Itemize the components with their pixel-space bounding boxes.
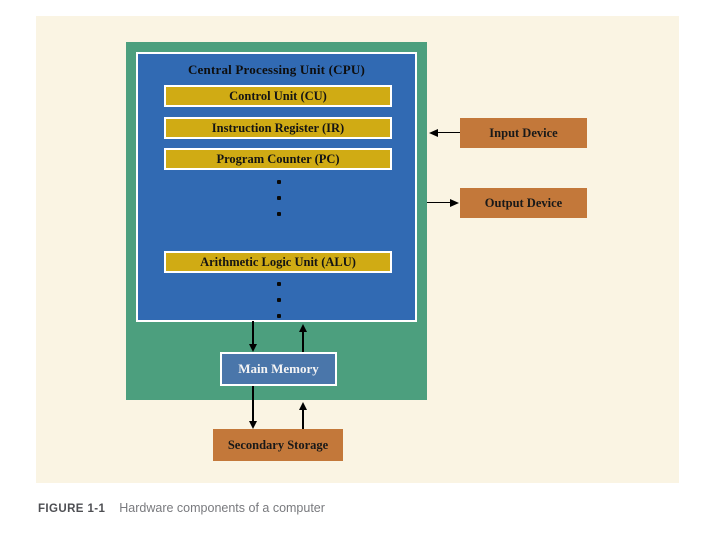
arrow-cpu-to-output-line: [427, 201, 451, 204]
cpu-title: Central Processing Unit (CPU): [187, 62, 366, 77]
dot: [276, 314, 281, 318]
dot: [276, 212, 281, 216]
arrow-memory-to-cpu-line: [302, 332, 304, 352]
ellipsis-dots-alu: [276, 282, 281, 330]
arrow-input-to-cpu-head-icon: [429, 128, 438, 137]
arrow-storage-to-memory-line: [302, 410, 304, 429]
arrow-input-to-cpu-line: [437, 131, 460, 134]
arrow-memory-to-storage-head-icon: [249, 421, 257, 429]
dot: [276, 298, 281, 302]
alu-bar: Arithmetic Logic Unit (ALU): [164, 251, 392, 273]
arrow-cpu-to-memory-line: [252, 321, 254, 345]
arrow-storage-to-memory-head-icon: [299, 402, 307, 410]
alu-label: Arithmetic Logic Unit (ALU): [200, 254, 356, 269]
instruction-register-label: Instruction Register (IR): [211, 120, 345, 135]
dot: [276, 282, 281, 286]
secondary-storage-label: Secondary Storage: [227, 437, 329, 452]
input-device-label: Input Device: [489, 125, 558, 140]
program-counter-label: Program Counter (PC): [216, 151, 340, 166]
control-unit-bar: Control Unit (CU): [164, 85, 392, 107]
figure-caption: FIGURE 1-1 Hardware components of a comp…: [38, 501, 325, 515]
arrow-memory-to-cpu-head-icon: [299, 324, 307, 332]
arrow-cpu-to-output-head-icon: [450, 198, 459, 207]
arrow-cpu-to-memory-head-icon: [249, 344, 257, 352]
input-device-box: Input Device: [460, 118, 587, 148]
dot: [276, 196, 281, 200]
program-counter-bar: Program Counter (PC): [164, 148, 392, 170]
arrow-memory-to-storage-line: [252, 386, 254, 421]
main-memory-label: Main Memory: [238, 361, 319, 376]
figure-caption-label: FIGURE 1-1: [38, 503, 106, 515]
output-device-label: Output Device: [484, 195, 563, 210]
output-device-box: Output Device: [460, 188, 587, 218]
secondary-storage-box: Secondary Storage: [213, 429, 343, 461]
control-unit-label: Control Unit (CU): [229, 88, 327, 103]
instruction-register-bar: Instruction Register (IR): [164, 117, 392, 139]
figure-caption-text: Hardware components of a computer: [119, 501, 325, 515]
dot: [276, 180, 281, 184]
ellipsis-dots-registers: [276, 180, 281, 228]
main-memory-box: Main Memory: [220, 352, 337, 386]
